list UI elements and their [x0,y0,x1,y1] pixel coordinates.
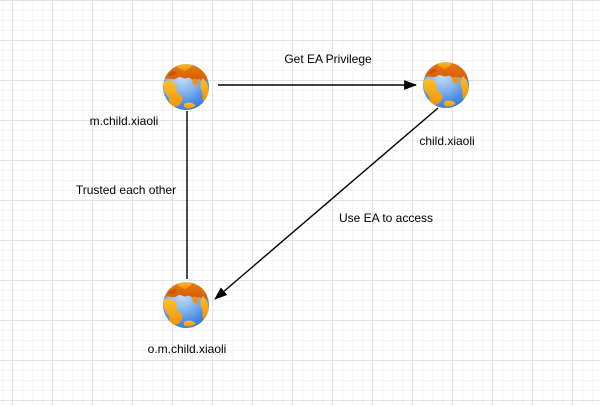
edge-use-ea-to-access[interactable] [214,107,439,300]
node-child-xiaoli[interactable] [422,61,470,109]
node-label-m-child-xiaoli[interactable]: m.child.xiaoli [89,114,159,128]
globe-icon [422,61,470,109]
node-m-child-xiaoli[interactable] [162,63,210,111]
node-label-o-m-child-xiaoli[interactable]: o.m.child.xiaoli [147,342,227,356]
node-label-child-xiaoli[interactable]: child.xiaoli [419,134,475,148]
globe-icon [162,63,210,111]
edge-label-get-ea-privilege[interactable]: Get EA Privilege [284,52,372,66]
edge-label-trusted-each-other[interactable]: Trusted each other [75,183,177,197]
node-o-m-child-xiaoli[interactable] [162,281,210,329]
globe-icon [162,281,210,329]
edge-label-use-ea-to-access[interactable]: Use EA to access [338,211,434,225]
